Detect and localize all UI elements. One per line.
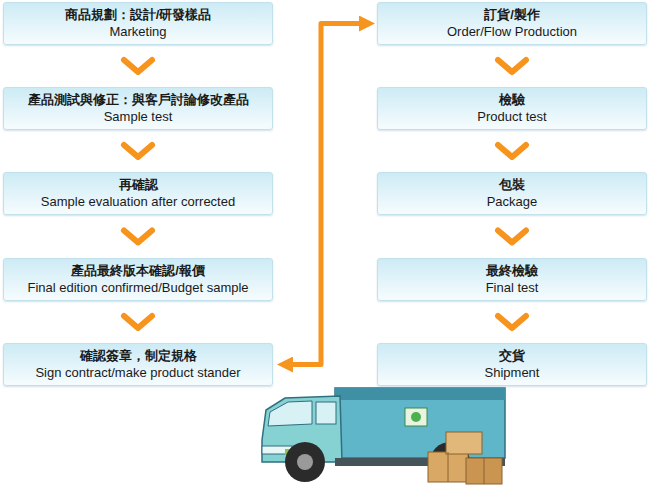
step-title: 包裝	[499, 177, 525, 193]
flow-arrow	[124, 231, 152, 243]
truck-cargo-box	[335, 388, 505, 458]
flow-arrow	[124, 145, 152, 157]
process-box: 產品測試與修正：與客戶討論修改產品Sample test	[3, 87, 273, 130]
step-subtitle: Sample evaluation after corrected	[41, 194, 235, 210]
cardboard-box	[446, 432, 482, 454]
step-title: 產品測試與修正：與客戶討論修改產品	[28, 92, 249, 108]
process-box: 最終檢驗Final test	[377, 258, 647, 301]
step-title: 確認簽章，制定規格	[80, 348, 197, 364]
cardboard-box	[466, 458, 502, 484]
cardboard-box	[428, 452, 468, 482]
step-title: 檢驗	[499, 92, 525, 108]
truck-cargo-top	[335, 388, 505, 400]
box-tape	[484, 458, 485, 484]
step-subtitle: Final test	[486, 280, 539, 296]
process-box: 產品最終版本確認/報價Final edition confirmed/Budge…	[3, 258, 273, 301]
step-title: 商品規劃：設計/研發樣品	[65, 7, 212, 23]
flow-arrow	[498, 316, 526, 328]
step-title: 最終檢驗	[486, 263, 538, 279]
flow-arrow	[498, 145, 526, 157]
truck-hub	[297, 454, 313, 470]
step-title: 產品最終版本確認/報價	[71, 263, 205, 279]
truck-wheel	[285, 442, 325, 482]
step-subtitle: Final edition confirmed/Budget sample	[27, 280, 248, 296]
step-title: 再確認	[119, 177, 158, 193]
truck-side-window	[316, 402, 336, 424]
step-title: 交貨	[499, 348, 525, 364]
step-title: 訂貨/製作	[484, 7, 540, 23]
flow-arrow	[124, 316, 152, 328]
flow-arrow	[498, 231, 526, 243]
process-box: 確認簽章，制定規格Sign contract/make product stan…	[3, 343, 273, 386]
step-subtitle: Package	[487, 194, 538, 210]
process-box: 再確認Sample evaluation after corrected	[3, 172, 273, 215]
process-box: 訂貨/製作Order/Flow Production	[377, 2, 647, 45]
step-subtitle: Sample test	[104, 109, 173, 125]
process-box: 商品規劃：設計/研發樣品Marketing	[3, 2, 273, 45]
process-box: 檢驗Product test	[377, 87, 647, 130]
flow-arrow	[498, 60, 526, 72]
step-subtitle: Sign contract/make product stander	[35, 365, 240, 381]
process-box: 交貨Shipment	[377, 343, 647, 386]
truck-windshield	[268, 401, 312, 426]
flow-arrow	[124, 60, 152, 72]
step-subtitle: Marketing	[109, 24, 166, 40]
truck-logo-mark	[411, 412, 421, 422]
step-subtitle: Order/Flow Production	[447, 24, 577, 40]
box-tape	[448, 452, 449, 482]
step-subtitle: Shipment	[485, 365, 540, 381]
truck-logo	[405, 408, 427, 426]
process-box: 包裝Package	[377, 172, 647, 215]
step-subtitle: Product test	[477, 109, 546, 125]
flow-arrow	[285, 24, 367, 365]
